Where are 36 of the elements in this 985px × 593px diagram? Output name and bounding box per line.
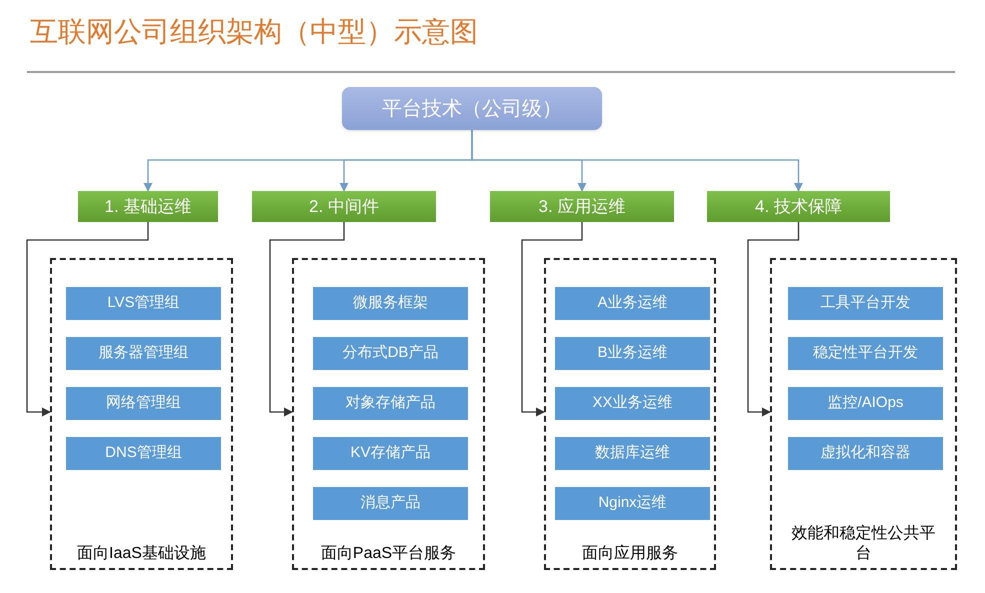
- team-box: Nginx运维: [555, 487, 710, 520]
- team-box: 虚拟化和容器: [788, 437, 943, 470]
- group-caption: 面向应用服务: [582, 544, 678, 564]
- group-caption: 面向IaaS基础设施: [77, 544, 206, 564]
- connector-arrow: [26, 222, 149, 417]
- team-box: A业务运维: [555, 287, 710, 320]
- team-box: 服务器管理组: [66, 337, 221, 370]
- team-box: 消息产品: [313, 487, 468, 520]
- team-box: 数据库运维: [555, 437, 710, 470]
- team-box: 稳定性平台开发: [788, 337, 943, 370]
- department-box: 4. 技术保障: [707, 191, 890, 222]
- group-caption: 面向PaaS平台服务: [320, 544, 456, 564]
- dashed-group-box: [544, 258, 716, 570]
- title: 互联网公司组织架构（中型）示意图: [30, 15, 478, 49]
- team-box: KV存储产品: [313, 437, 468, 470]
- department-box: 3. 应用运维: [490, 191, 674, 222]
- team-box: 微服务框架: [313, 287, 468, 320]
- department-box: 1. 基础运维: [78, 191, 218, 222]
- root-box: 平台技术（公司级）: [342, 87, 602, 130]
- connector-arrow: [471, 130, 804, 192]
- department-box: 2. 中间件: [252, 191, 436, 222]
- group-caption: 效能和稳定性公共平台: [790, 524, 936, 564]
- team-box: LVS管理组: [66, 287, 221, 320]
- team-box: 网络管理组: [66, 387, 221, 420]
- team-box: 工具平台开发: [788, 287, 943, 320]
- team-box: 分布式DB产品: [313, 337, 468, 370]
- team-box: 监控/AIOps: [788, 387, 943, 420]
- team-box: 对象存储产品: [313, 387, 468, 420]
- team-box: B业务运维: [555, 337, 710, 370]
- dashed-group-box: [770, 258, 957, 570]
- connector-arrow: [521, 222, 583, 417]
- dashed-group-box: [292, 258, 485, 570]
- connector-arrow: [747, 222, 800, 417]
- dashed-group-box: [50, 258, 233, 570]
- team-box: XX业务运维: [555, 387, 710, 420]
- team-box: DNS管理组: [66, 437, 221, 470]
